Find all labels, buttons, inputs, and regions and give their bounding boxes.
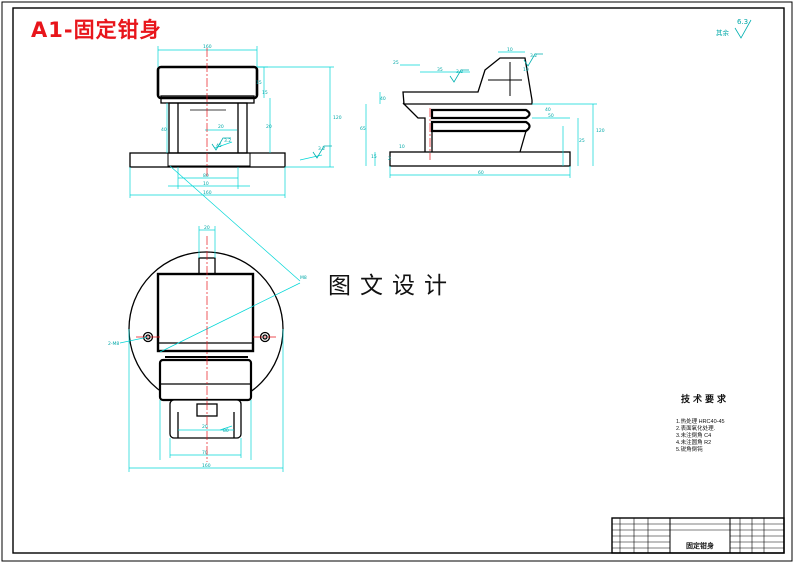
dim-text: 160 bbox=[203, 190, 212, 196]
front-view-dimensions bbox=[129, 46, 334, 198]
roughness-symbols bbox=[211, 19, 752, 159]
title-block-part-name: 固定钳身 bbox=[686, 543, 714, 550]
roughness-value: 3.2 bbox=[318, 146, 325, 152]
dim-text: 10 bbox=[507, 47, 513, 53]
dim-text: 10 bbox=[523, 67, 529, 73]
side-view bbox=[389, 57, 571, 167]
general-finish-label: 其余 bbox=[716, 28, 730, 37]
dim-text: 20 bbox=[218, 124, 224, 130]
side-dim-text: 60 25 35 10 10 40 50 120 25 2 10 15 65 4… bbox=[360, 47, 605, 176]
dim-text: 45 bbox=[216, 143, 222, 149]
dim-text: 70 bbox=[202, 450, 208, 456]
dim-text: 15 bbox=[371, 154, 377, 160]
dim-text: 15 bbox=[256, 80, 262, 86]
dim-text: 60 bbox=[478, 170, 484, 176]
dim-text: 15 bbox=[262, 90, 268, 96]
dim-text: 25 bbox=[393, 60, 399, 66]
general-finish-value: 6.3 bbox=[737, 18, 748, 26]
tech-requirement-item: 4.未注圆角 R2 bbox=[676, 440, 712, 446]
tech-requirement-item: 3.未注倒角 C4 bbox=[676, 433, 712, 439]
tech-requirement-item: 2.表面氧化处理. bbox=[676, 426, 716, 432]
roughness-value: 3.2 bbox=[224, 138, 231, 144]
roughness-text: 3.2 3.2 3.2 3.2 bbox=[224, 53, 537, 152]
dim-text: 50 bbox=[548, 113, 554, 119]
dim-text: 40 bbox=[161, 127, 167, 133]
top-view-dimensions bbox=[119, 165, 301, 472]
tech-requirement-item: 1.热处理 HRC40-45 bbox=[676, 419, 725, 425]
roughness-value: 3.2 bbox=[456, 69, 463, 75]
top-view bbox=[128, 251, 284, 439]
top-dim-text: 20 M8 2-M8 20 80 70 160 bbox=[108, 225, 307, 469]
title-block bbox=[611, 517, 785, 554]
dim-text: 10 bbox=[399, 144, 405, 150]
dim-text: 80 bbox=[203, 173, 209, 179]
dim-text: 40 bbox=[380, 96, 386, 102]
front-dim-text: 160 15 15 40 20 20 45 120 80 10 160 bbox=[161, 44, 342, 196]
dim-text: 35 bbox=[437, 67, 443, 73]
roughness-value: 3.2 bbox=[530, 53, 537, 59]
tech-requirements-title: 技术要求 bbox=[681, 394, 730, 404]
dim-text: 160 bbox=[203, 44, 212, 50]
general-finish-symbol bbox=[734, 19, 752, 39]
tech-requirement-item: 5.锐角倒钝 bbox=[676, 447, 703, 453]
dim-text: 2-M8 bbox=[108, 341, 119, 347]
dim-text: 40 bbox=[545, 107, 551, 113]
dim-text: 160 bbox=[202, 463, 211, 469]
dim-text: 120 bbox=[333, 115, 342, 121]
dim-text: M8 bbox=[300, 275, 307, 281]
dim-text: 65 bbox=[360, 126, 366, 132]
dim-text: 25 bbox=[579, 138, 585, 144]
dim-text: 80 bbox=[223, 428, 229, 434]
centerlines bbox=[136, 48, 431, 462]
dim-text: 2 bbox=[388, 156, 391, 162]
dim-text: 20 bbox=[266, 124, 272, 130]
front-view bbox=[129, 65, 286, 168]
drawing-title: A1-固定钳身 bbox=[31, 18, 162, 42]
side-view-dimensions bbox=[365, 51, 597, 178]
inner-border bbox=[12, 7, 785, 554]
dim-text: 20 bbox=[204, 225, 210, 231]
dim-text: 10 bbox=[203, 181, 209, 187]
dim-text: 20 bbox=[202, 424, 208, 430]
watermark: 图文设计 bbox=[328, 273, 456, 299]
dim-text: 120 bbox=[596, 128, 605, 134]
